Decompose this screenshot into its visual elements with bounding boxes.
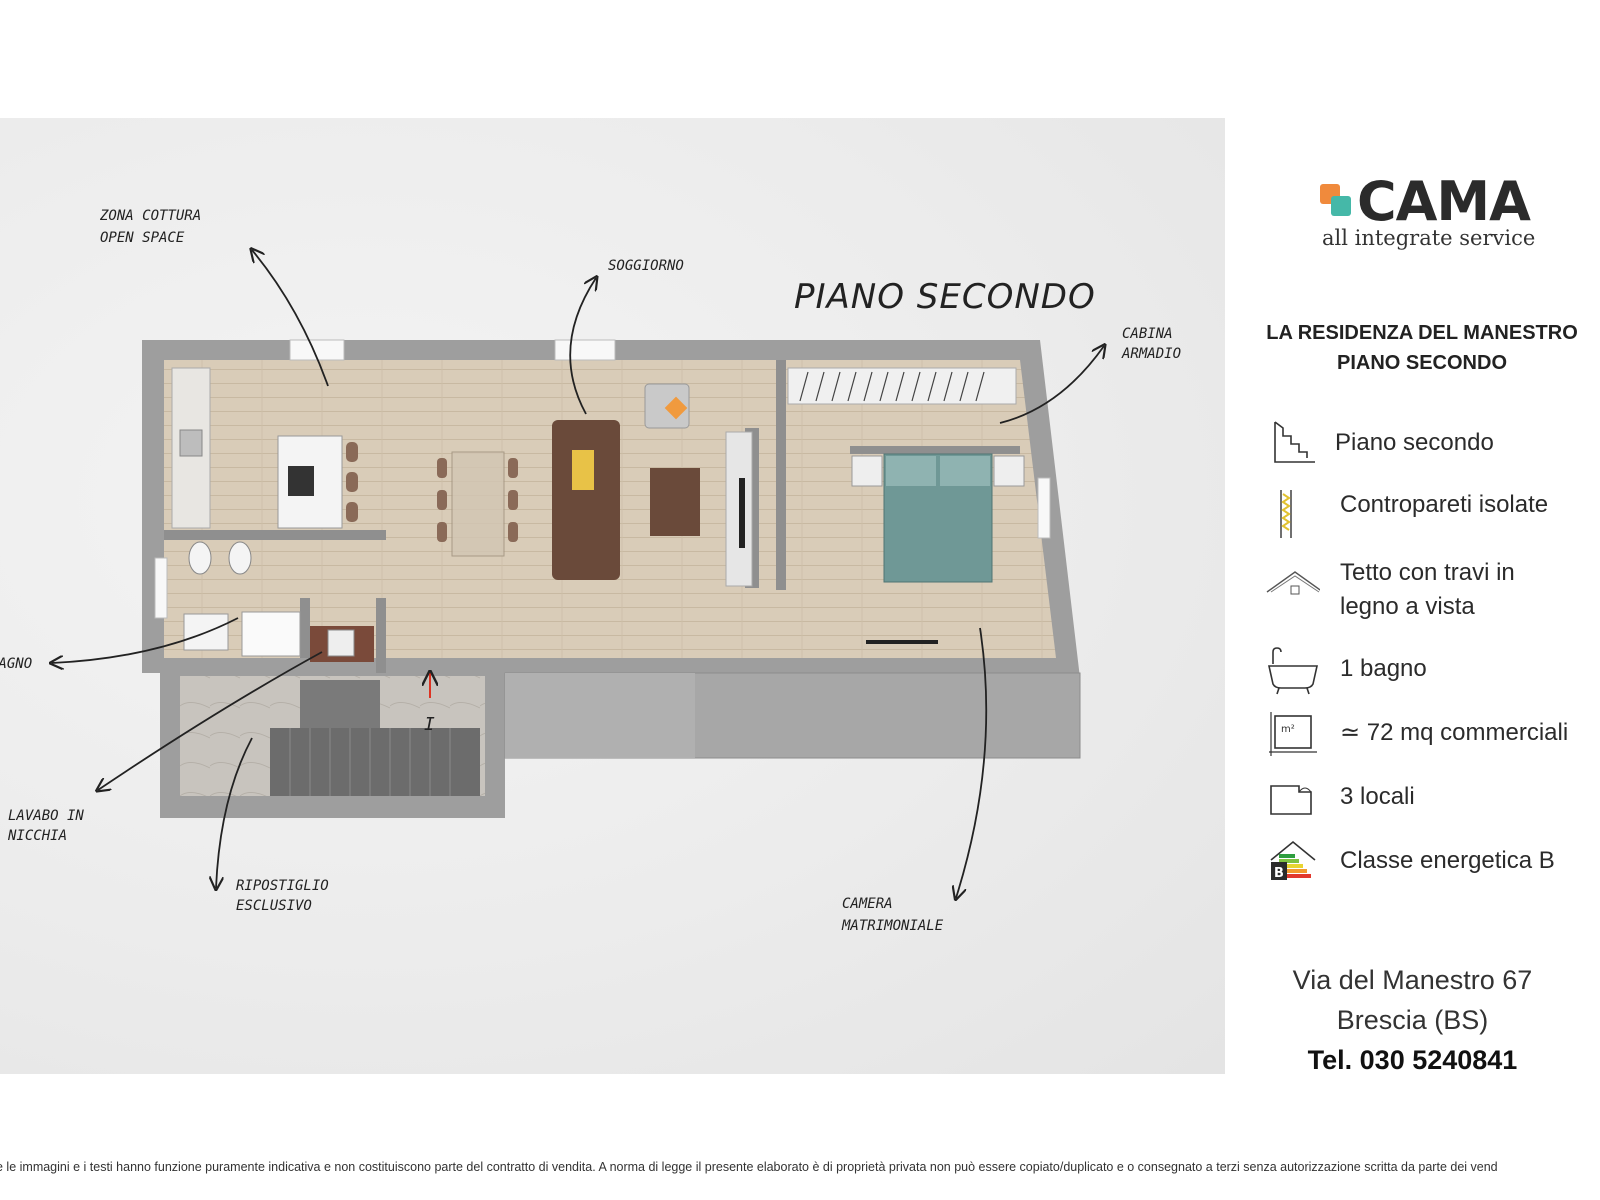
label-bedroom-1: CAMERA	[842, 896, 893, 912]
feature-floor: Piano secondo	[1225, 418, 1600, 478]
insulated-wall-icon	[1280, 490, 1292, 538]
label-sink-2: NICCHIA	[7, 828, 67, 844]
label-storage-1: RIPOSTIGLIO	[236, 878, 329, 894]
kitchen	[171, 367, 358, 529]
feature-bathroom-label: 1 bagno	[1340, 655, 1427, 682]
windows	[154, 339, 1051, 619]
label-bath: BAGNO	[0, 656, 32, 672]
stair-marker: I	[424, 714, 435, 735]
info-panel: CAMA all integrate service LA RESIDENZA …	[1225, 118, 1600, 1075]
svg-text:m²: m²	[1281, 724, 1295, 735]
brand-tagline: all integrate service	[1322, 226, 1536, 250]
plan-title: PIANO SECONDO	[794, 277, 1096, 317]
rooms-icon	[1270, 785, 1312, 815]
floor-plan-panel: I	[0, 118, 1225, 1074]
brand-logo: CAMA all integrate service	[1320, 170, 1540, 256]
phone-number[interactable]: Tel. 030 5240841	[1307, 1045, 1518, 1075]
energy-badge: B	[1274, 866, 1284, 881]
living-furniture	[552, 383, 753, 587]
label-living: SOGGIORNO	[608, 258, 684, 274]
listing-title-line1: LA RESIDENZA DEL MANESTRO	[1266, 322, 1578, 344]
listing-title: LA RESIDENZA DEL MANESTRO PIANO SECONDO	[1247, 318, 1597, 378]
label-storage-2: ESCLUSIVO	[236, 898, 312, 914]
label-sink-1: LAVABO IN	[8, 808, 84, 824]
feature-walls: Contropareti isolate	[1225, 488, 1600, 548]
stairs-icon	[1274, 421, 1315, 463]
feature-floor-label: Piano secondo	[1335, 429, 1494, 456]
bathroom	[183, 541, 374, 662]
label-bedroom-2: MATRIMONIALE	[841, 918, 944, 934]
energy-class-icon: B	[1270, 840, 1316, 881]
address-city: Brescia (BS)	[1336, 1005, 1489, 1035]
listing-title-line2: PIANO SECONDO	[1336, 352, 1508, 374]
contact-block: Via del Manestro 67 Brescia (BS) Tel. 03…	[1225, 960, 1600, 1080]
dining-table	[437, 451, 518, 557]
roof-beams-icon	[1266, 571, 1320, 595]
bedroom	[787, 367, 1025, 644]
area-icon: m²	[1269, 712, 1317, 756]
feature-roof-label-1: Tetto con travi in	[1340, 559, 1515, 586]
annotation-arrows	[52, 250, 1104, 898]
feature-rooms-label: 3 locali	[1340, 783, 1415, 810]
feature-roof-label-2: legno a vista	[1340, 593, 1475, 620]
floor-plan-drawing: I	[0, 208, 1181, 934]
logo-mark-icon	[1320, 184, 1352, 218]
feature-energy-label: Classe energetica B	[1340, 847, 1555, 874]
feature-bathroom: 1 bagno	[1225, 646, 1600, 706]
legal-disclaimer: e le immagini e i testi hanno funzione p…	[0, 1160, 1498, 1174]
feature-rooms: 3 locali	[1225, 774, 1600, 834]
feature-roof: Tetto con travi in legno a vista	[1225, 556, 1600, 620]
feature-area: m² ≃ 72 mq commerciali	[1225, 710, 1600, 770]
feature-walls-label: Contropareti isolate	[1340, 491, 1549, 518]
label-kitchen-1: ZONA COTTURA	[99, 208, 201, 224]
stair-area: I	[180, 673, 485, 796]
brand-name: CAMA	[1357, 170, 1531, 233]
label-closet-2: ARMADIO	[1121, 346, 1181, 362]
feature-area-label: ≃ 72 mq commerciali	[1340, 719, 1569, 746]
feature-energy: B Classe energetica B	[1225, 838, 1600, 898]
label-kitchen-2: OPEN SPACE	[100, 230, 185, 246]
address-street: Via del Manestro 67	[1292, 965, 1533, 995]
label-closet-1: CABINA	[1122, 326, 1173, 342]
bathtub-icon	[1268, 647, 1318, 695]
